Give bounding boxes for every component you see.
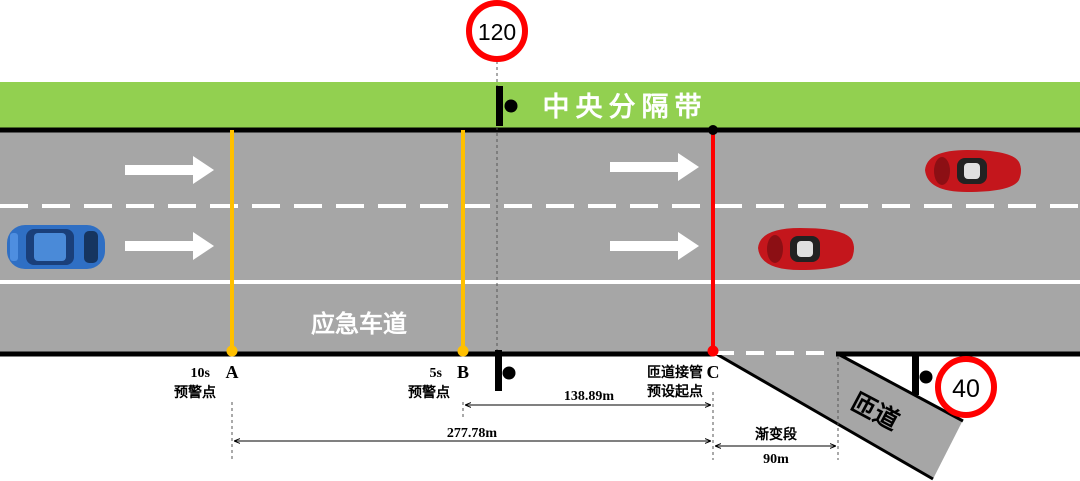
dimension-ac-label: 277.78m xyxy=(447,426,498,441)
emergency-lane-label: 应急车道 xyxy=(311,310,407,338)
taper-label: 渐变段 xyxy=(755,426,797,443)
ramp-edge-left xyxy=(712,350,934,481)
median-label: 中央分隔带 xyxy=(543,92,708,123)
speed-limit-main-value: 120 xyxy=(478,19,516,45)
point-b-label: 预警点 xyxy=(408,384,450,401)
point-c-letter: C xyxy=(707,362,720,382)
sign-post-shoulder xyxy=(495,350,516,391)
direction-arrow-4 xyxy=(610,232,699,260)
speed-limit-ramp-value: 40 xyxy=(952,375,980,403)
point-a-dot xyxy=(226,345,238,357)
sign-post-median xyxy=(496,86,518,126)
direction-arrow-2 xyxy=(125,232,214,260)
point-b-time: 5s xyxy=(430,366,443,381)
median-c-dot xyxy=(708,125,718,135)
direction-arrow-3 xyxy=(610,153,699,181)
direction-arrow-1 xyxy=(125,156,214,184)
red-car-2 xyxy=(925,150,1021,192)
sign-post-ramp xyxy=(912,354,933,395)
point-a-letter: A xyxy=(226,362,239,382)
point-b-dot xyxy=(457,345,469,357)
blue-car xyxy=(7,225,105,269)
dimension-bc-label: 138.89m xyxy=(564,389,615,404)
median-strip xyxy=(0,82,1080,129)
red-car-1 xyxy=(758,228,854,270)
ramp-edge-right xyxy=(837,352,964,423)
point-c-label-line2: 预设起点 xyxy=(647,383,703,400)
point-a-label: 预警点 xyxy=(174,384,216,401)
point-b-letter: B xyxy=(457,362,469,382)
point-c-dot xyxy=(707,345,719,357)
taper-length-label: 90m xyxy=(763,452,789,467)
point-c-label-line1: 匝道接管 xyxy=(647,364,703,381)
speed-limit-sign-ramp: 40 xyxy=(935,356,997,418)
point-a-time: 10s xyxy=(191,366,211,381)
speed-limit-sign-main: 120 xyxy=(466,0,528,62)
